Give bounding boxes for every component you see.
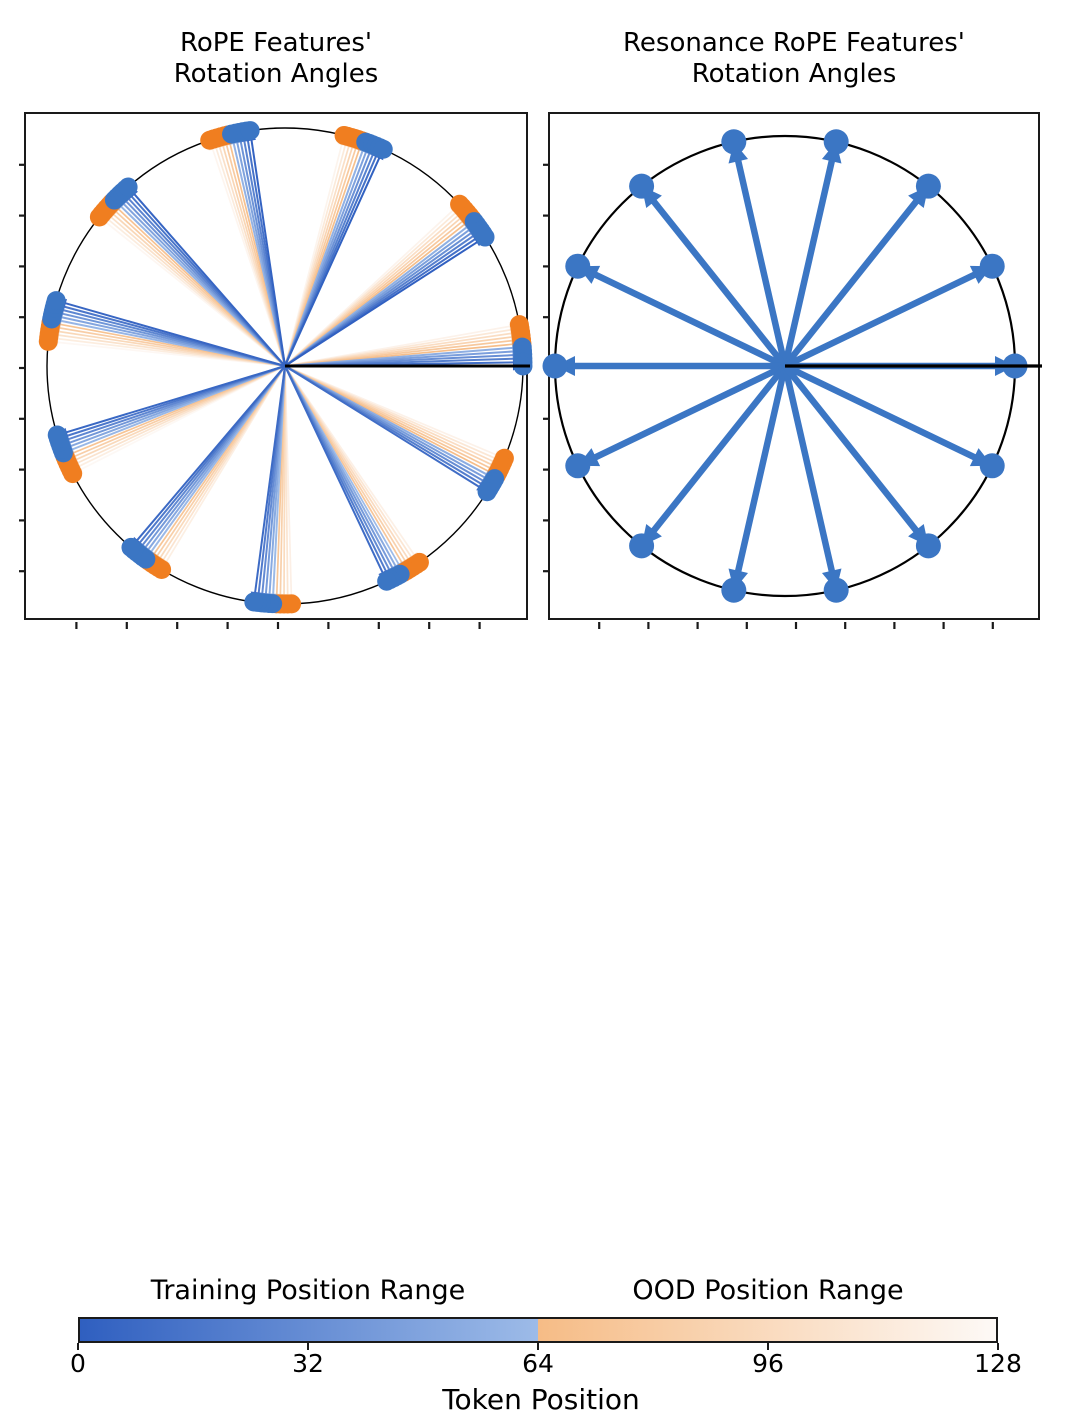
colorbar-tick-32	[307, 1343, 309, 1350]
resonance-rope-vector-field	[542, 129, 1042, 629]
colorbar-gradient-fill	[80, 1319, 996, 1341]
colorbar-tick-96	[767, 1343, 769, 1350]
colorbar-ticklabel-64: 64	[522, 1349, 554, 1378]
colorbar-gradient-bar	[78, 1317, 998, 1343]
colorbar-tick-128	[997, 1343, 999, 1350]
plot-resonance-rope-rotation-angles	[542, 112, 1042, 629]
panel-title-resonance-rope: Resonance RoPE Features' Rotation Angles	[623, 28, 965, 89]
colorbar-tick-64	[537, 1343, 539, 1350]
colorbar-training-range-label: Training Position Range	[150, 1275, 466, 1306]
colorbar-axis-caption: Token Position	[442, 1383, 640, 1416]
colorbar-tick-0	[77, 1343, 79, 1350]
plot-rope-rotation-angles	[19, 112, 533, 629]
colorbar-ticklabel-32: 32	[292, 1349, 324, 1378]
colorbar-ood-range-label: OOD Position Range	[632, 1275, 904, 1306]
colorbar-ticklabel-128: 128	[974, 1349, 1022, 1378]
rope-vector-field	[19, 121, 533, 629]
colorbar-legend: Training Position Range OOD Position Ran…	[0, 636, 1082, 1416]
colorbar-ticklabel-0: 0	[70, 1349, 86, 1378]
figure-root: RoPE Features' Rotation Angles Resonance…	[0, 28, 1082, 1416]
colorbar-ticklabel-96: 96	[752, 1349, 784, 1378]
panel-title-rope: RoPE Features' Rotation Angles	[173, 28, 379, 89]
